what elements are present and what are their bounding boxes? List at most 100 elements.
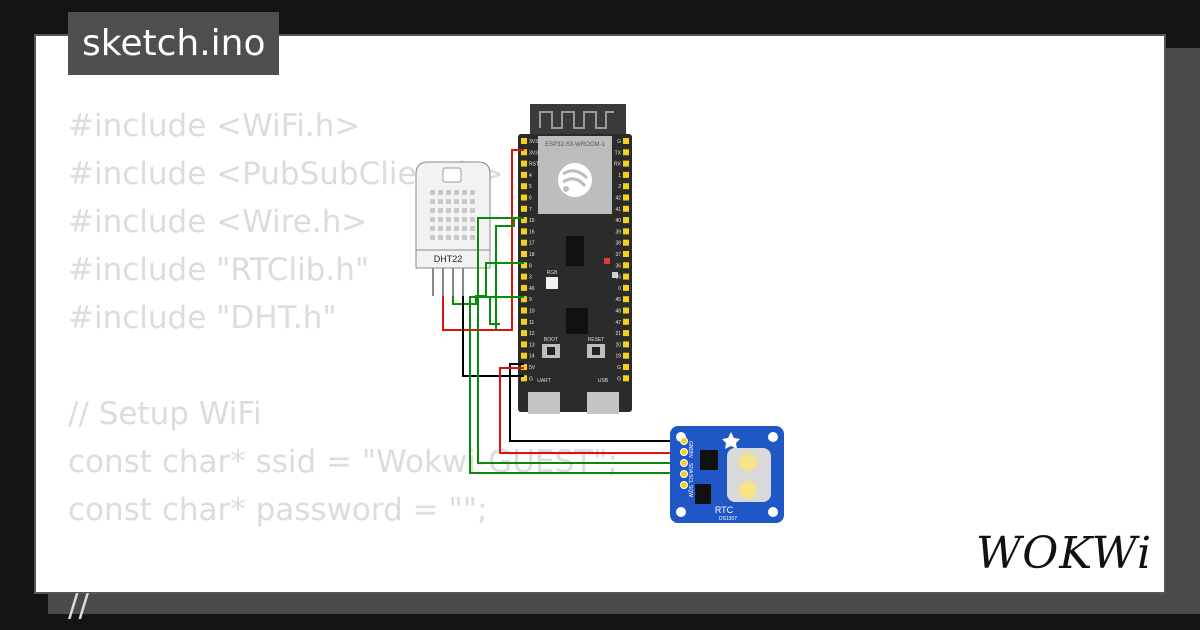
sensor-label: DHT22 — [434, 254, 463, 264]
rtc-pin-label: GND — [687, 441, 693, 453]
pin-label: RST — [529, 162, 539, 168]
sensor-vent-grid — [430, 190, 475, 240]
rtc-pin-label: SCL — [687, 474, 693, 484]
file-tab[interactable]: sketch.ino — [68, 12, 280, 75]
adafruit-logo-icon — [722, 432, 740, 449]
header-pin[interactable] — [521, 251, 527, 257]
header-pin[interactable] — [521, 194, 527, 201]
vent-hole — [462, 190, 467, 195]
header-pin[interactable] — [623, 364, 629, 370]
uart-label: UART — [537, 378, 551, 384]
header-pin[interactable] — [623, 330, 629, 337]
header-pin[interactable] — [521, 307, 527, 314]
header-pin[interactable] — [623, 205, 629, 212]
coin-cell-holder — [727, 448, 771, 502]
header-pin[interactable] — [623, 251, 629, 257]
header-pin[interactable] — [521, 205, 527, 212]
header-pin[interactable] — [521, 160, 527, 167]
pin-label: 36 — [615, 263, 621, 269]
vent-hole — [462, 217, 467, 222]
vent-hole — [462, 235, 467, 240]
header-pin[interactable] — [623, 341, 629, 348]
header-pin[interactable] — [521, 330, 527, 337]
vent-hole — [454, 190, 459, 195]
pin-label: 8 — [529, 263, 532, 269]
pin-label: 2 — [618, 184, 621, 190]
rtc-pin[interactable] — [680, 459, 688, 467]
code-line: #include <WiFi.h> — [68, 108, 361, 144]
pin-label: 39 — [615, 229, 621, 235]
vent-hole — [430, 199, 435, 204]
uart-usb-connector[interactable] — [528, 392, 560, 414]
vent-hole — [430, 190, 435, 195]
header-pin[interactable] — [521, 318, 527, 325]
vent-hole — [446, 190, 451, 195]
mount-hole — [676, 507, 686, 517]
header-pin[interactable] — [521, 375, 527, 382]
header-pin[interactable] — [521, 239, 527, 246]
pin-label: 1 — [618, 173, 621, 179]
battery-contact — [739, 453, 757, 471]
header-pin[interactable] — [623, 160, 629, 167]
header-pin[interactable] — [623, 239, 629, 246]
pin-label: 19 — [615, 354, 621, 360]
header-pin[interactable] — [623, 307, 629, 314]
pin-label: 11 — [529, 320, 534, 326]
rtc-pin[interactable] — [680, 470, 688, 478]
pin-label: 17 — [529, 241, 535, 247]
header-pin[interactable] — [521, 352, 527, 359]
header-pin[interactable] — [623, 262, 629, 269]
header-pin[interactable] — [623, 284, 629, 291]
header-pin[interactable] — [521, 273, 527, 280]
pin-label: 37 — [615, 252, 621, 258]
header-pin[interactable] — [623, 375, 629, 382]
rtc-pin[interactable] — [680, 437, 688, 445]
wire-dht-gnd — [462, 296, 524, 377]
vent-hole — [462, 226, 467, 231]
header-pin[interactable] — [623, 194, 629, 201]
usb-connector[interactable] — [587, 392, 619, 414]
header-pin[interactable] — [521, 228, 527, 235]
header-pin[interactable] — [521, 217, 527, 224]
header-pin[interactable] — [623, 183, 629, 190]
header-pin[interactable] — [623, 296, 629, 303]
header-pin[interactable] — [623, 273, 629, 280]
header-pin[interactable] — [521, 149, 527, 156]
header-pin[interactable] — [623, 149, 629, 156]
header-pin[interactable] — [623, 138, 629, 144]
boot-label: BOOT — [544, 337, 558, 343]
header-pin[interactable] — [521, 341, 527, 348]
header-pin[interactable] — [521, 296, 527, 303]
pin-label: 5V — [529, 365, 536, 371]
pin-label: 48 — [615, 309, 621, 315]
pin-label: RX — [614, 162, 622, 168]
rtc-pin[interactable] — [680, 448, 688, 456]
rtc-label: RTC — [715, 505, 734, 515]
header-pin[interactable] — [623, 171, 629, 178]
pin-label: 3 — [529, 275, 532, 281]
rtc-pin[interactable] — [680, 481, 688, 489]
vent-hole — [430, 235, 435, 240]
wire-rtc-scl — [469, 296, 682, 474]
header-pin[interactable] — [623, 228, 629, 235]
header-pin[interactable] — [521, 284, 527, 291]
vent-hole — [430, 217, 435, 222]
header-pin[interactable] — [623, 318, 629, 325]
header-pin[interactable] — [521, 138, 527, 144]
header-pin[interactable] — [623, 217, 629, 224]
header-pin[interactable] — [521, 262, 527, 269]
pin-label: 46 — [529, 286, 535, 292]
vent-hole — [438, 226, 443, 231]
pin-label: TX — [615, 150, 622, 156]
dht22-sensor[interactable]: DHT22 — [415, 161, 491, 296]
vent-hole — [438, 217, 443, 222]
wires — [442, 149, 682, 474]
vent-hole — [438, 235, 443, 240]
pin-label: 4 — [529, 173, 532, 179]
esp32-s3-board[interactable]: ESP32-S3-WROOM-1 RGB BOOT RESET UART USB… — [518, 104, 632, 414]
header-pin[interactable] — [623, 352, 629, 359]
header-pin[interactable] — [521, 171, 527, 178]
header-pin[interactable] — [521, 183, 527, 190]
pin-label: 41 — [615, 207, 621, 213]
